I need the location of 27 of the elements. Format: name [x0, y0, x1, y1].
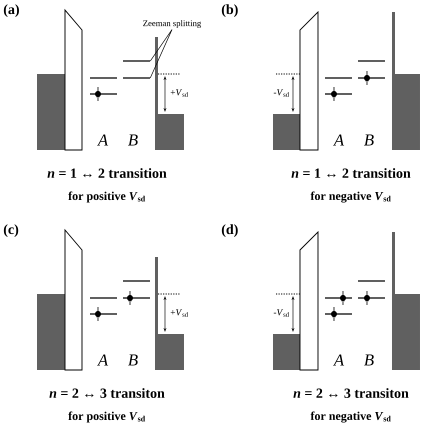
caption: n = 1 ↔ 2 transition [291, 168, 411, 178]
panel-label: (c) [4, 224, 18, 237]
caption: for positive V$_{sd}$ [68, 412, 146, 422]
dot-label: B [364, 354, 374, 366]
dot-label: B [128, 354, 138, 366]
caption: for negative V$_{sd}$ [310, 411, 391, 423]
dot-label: A [96, 134, 108, 146]
dot-label: A [332, 354, 344, 366]
caption: n = 2 ↔ 3 transiton [293, 388, 409, 398]
leader-line [150, 29, 172, 78]
caption: for negative V$_{sd}$ [310, 191, 391, 203]
panel-label: (b) [222, 4, 238, 17]
bias-label: -V$_{sd}$ [274, 309, 289, 317]
bias-label: +V$_{sd}$ [170, 309, 188, 317]
bias-label: -V$_{sd}$ [274, 89, 289, 97]
caption: n = 2 ↔ 3 transiton [49, 388, 165, 398]
caption: n = 1 ↔ 2 transition [48, 168, 167, 178]
bias-label: +V$_{sd}$ [170, 89, 188, 97]
dot-label: A [96, 354, 108, 366]
dot-label: B [128, 134, 138, 146]
panel-label: (a) [4, 4, 19, 17]
annotation: Zeeman splitting [143, 20, 202, 28]
dot-label: A [332, 134, 344, 146]
caption: for positive V$_{sd}$ [68, 192, 146, 202]
dot-label: B [364, 134, 374, 146]
leader-line [150, 29, 172, 62]
panel-label: (d) [222, 224, 238, 237]
